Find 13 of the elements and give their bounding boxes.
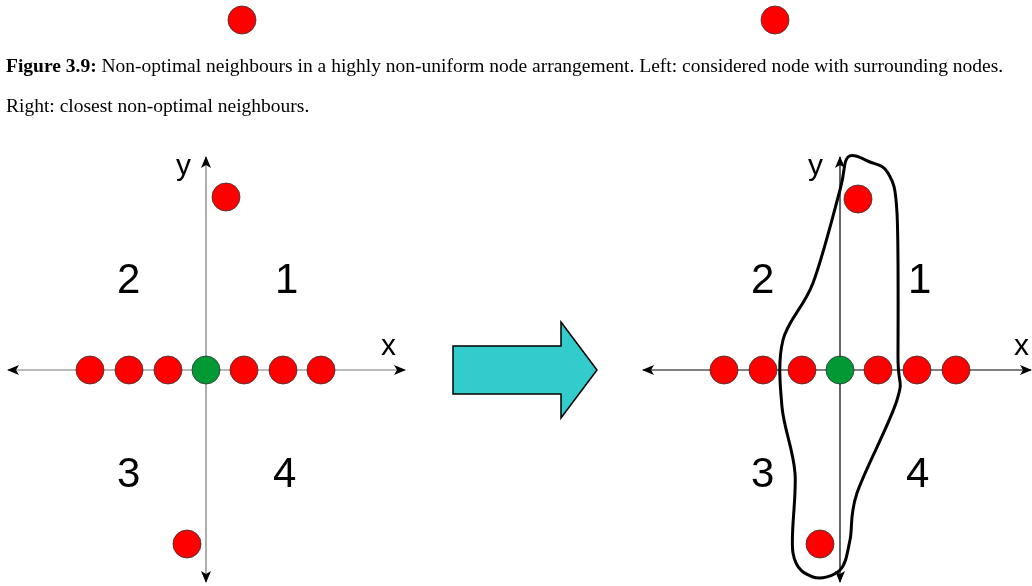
quadrant-number: 3	[117, 452, 141, 494]
axis-label: y	[808, 150, 823, 180]
quadrant-number: 4	[273, 452, 297, 494]
axis-label: y	[176, 150, 191, 180]
figure-caption: Figure 3.9: Non-optimal neighbours in a highly non-uniform node arrangement. Left: considered node with surrounding nodes. Right: closest non-optimal neighbours.	[6, 54, 1005, 118]
quadrant-number: 2	[751, 258, 775, 300]
quadrant-number: 3	[751, 452, 775, 494]
axis-label: x	[381, 330, 396, 360]
quadrant-number: 4	[906, 452, 930, 494]
quadrant-number: 2	[117, 258, 141, 300]
axis-label: x	[1014, 330, 1029, 360]
quadrant-number: 1	[275, 258, 299, 300]
quadrant-number: 1	[908, 258, 932, 300]
